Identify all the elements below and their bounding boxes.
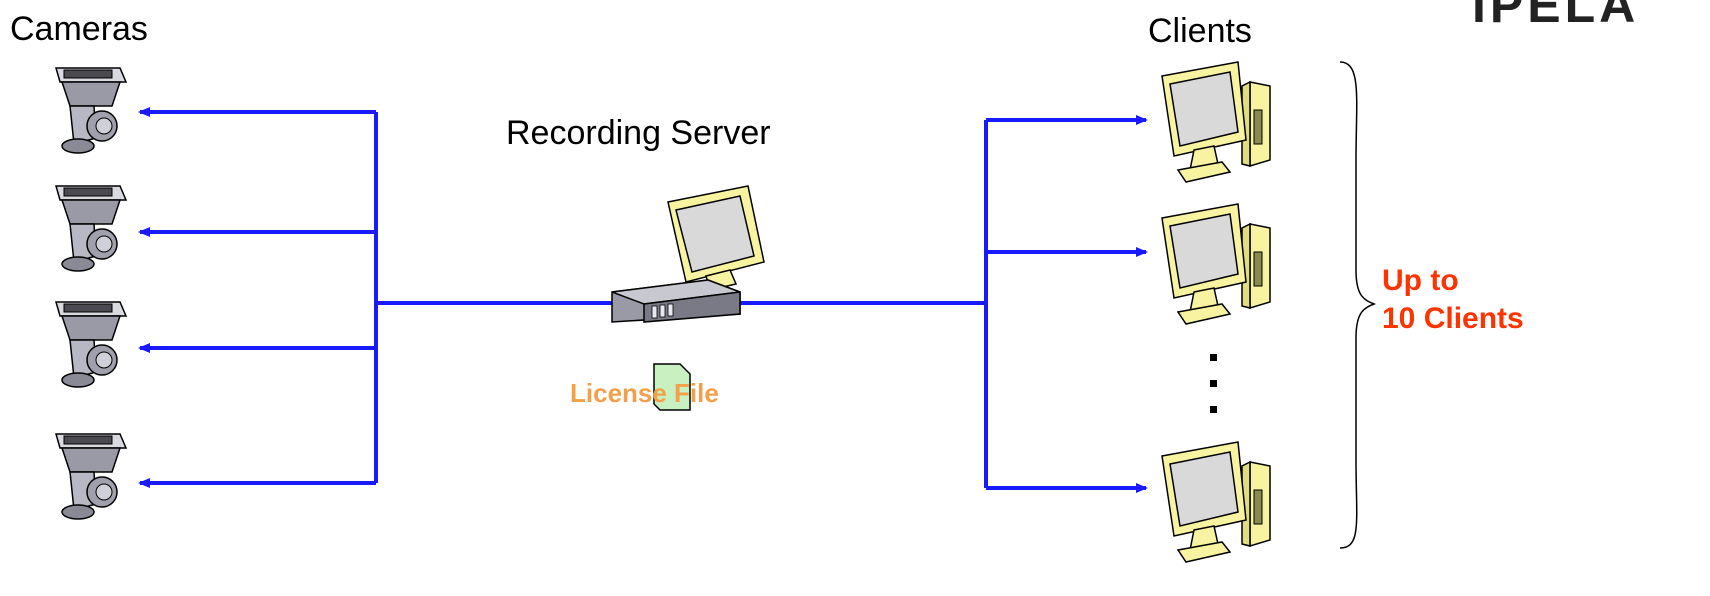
desktop-computer-icon (1161, 203, 1271, 325)
ten-clients-text: 10 Clients (1382, 301, 1524, 335)
recording-server-label: Recording Server (506, 114, 771, 152)
document-icon (653, 363, 691, 411)
client-limit-label: Up to 10 Clients (1382, 262, 1524, 337)
ptz-camera-icon (55, 67, 127, 154)
client-icons (1161, 61, 1271, 563)
logo-text: IPELA (1472, 0, 1640, 33)
clients-label: Clients (1148, 12, 1252, 50)
desktop-computer-icon (1161, 61, 1271, 183)
desktop-computer-icon (1161, 441, 1271, 563)
up-to-text: Up to (1382, 264, 1459, 297)
license-file-label: License File (570, 378, 719, 408)
cameras-label: Cameras (10, 10, 148, 48)
ptz-camera-icon (55, 433, 127, 520)
ptz-camera-icon (55, 185, 127, 272)
server-computer-icon (611, 185, 765, 323)
connection-lines (138, 107, 1148, 493)
camera-icons (55, 67, 127, 520)
ellipsis-dots (1210, 354, 1217, 413)
ptz-camera-icon (55, 301, 127, 388)
brace (1339, 61, 1377, 549)
